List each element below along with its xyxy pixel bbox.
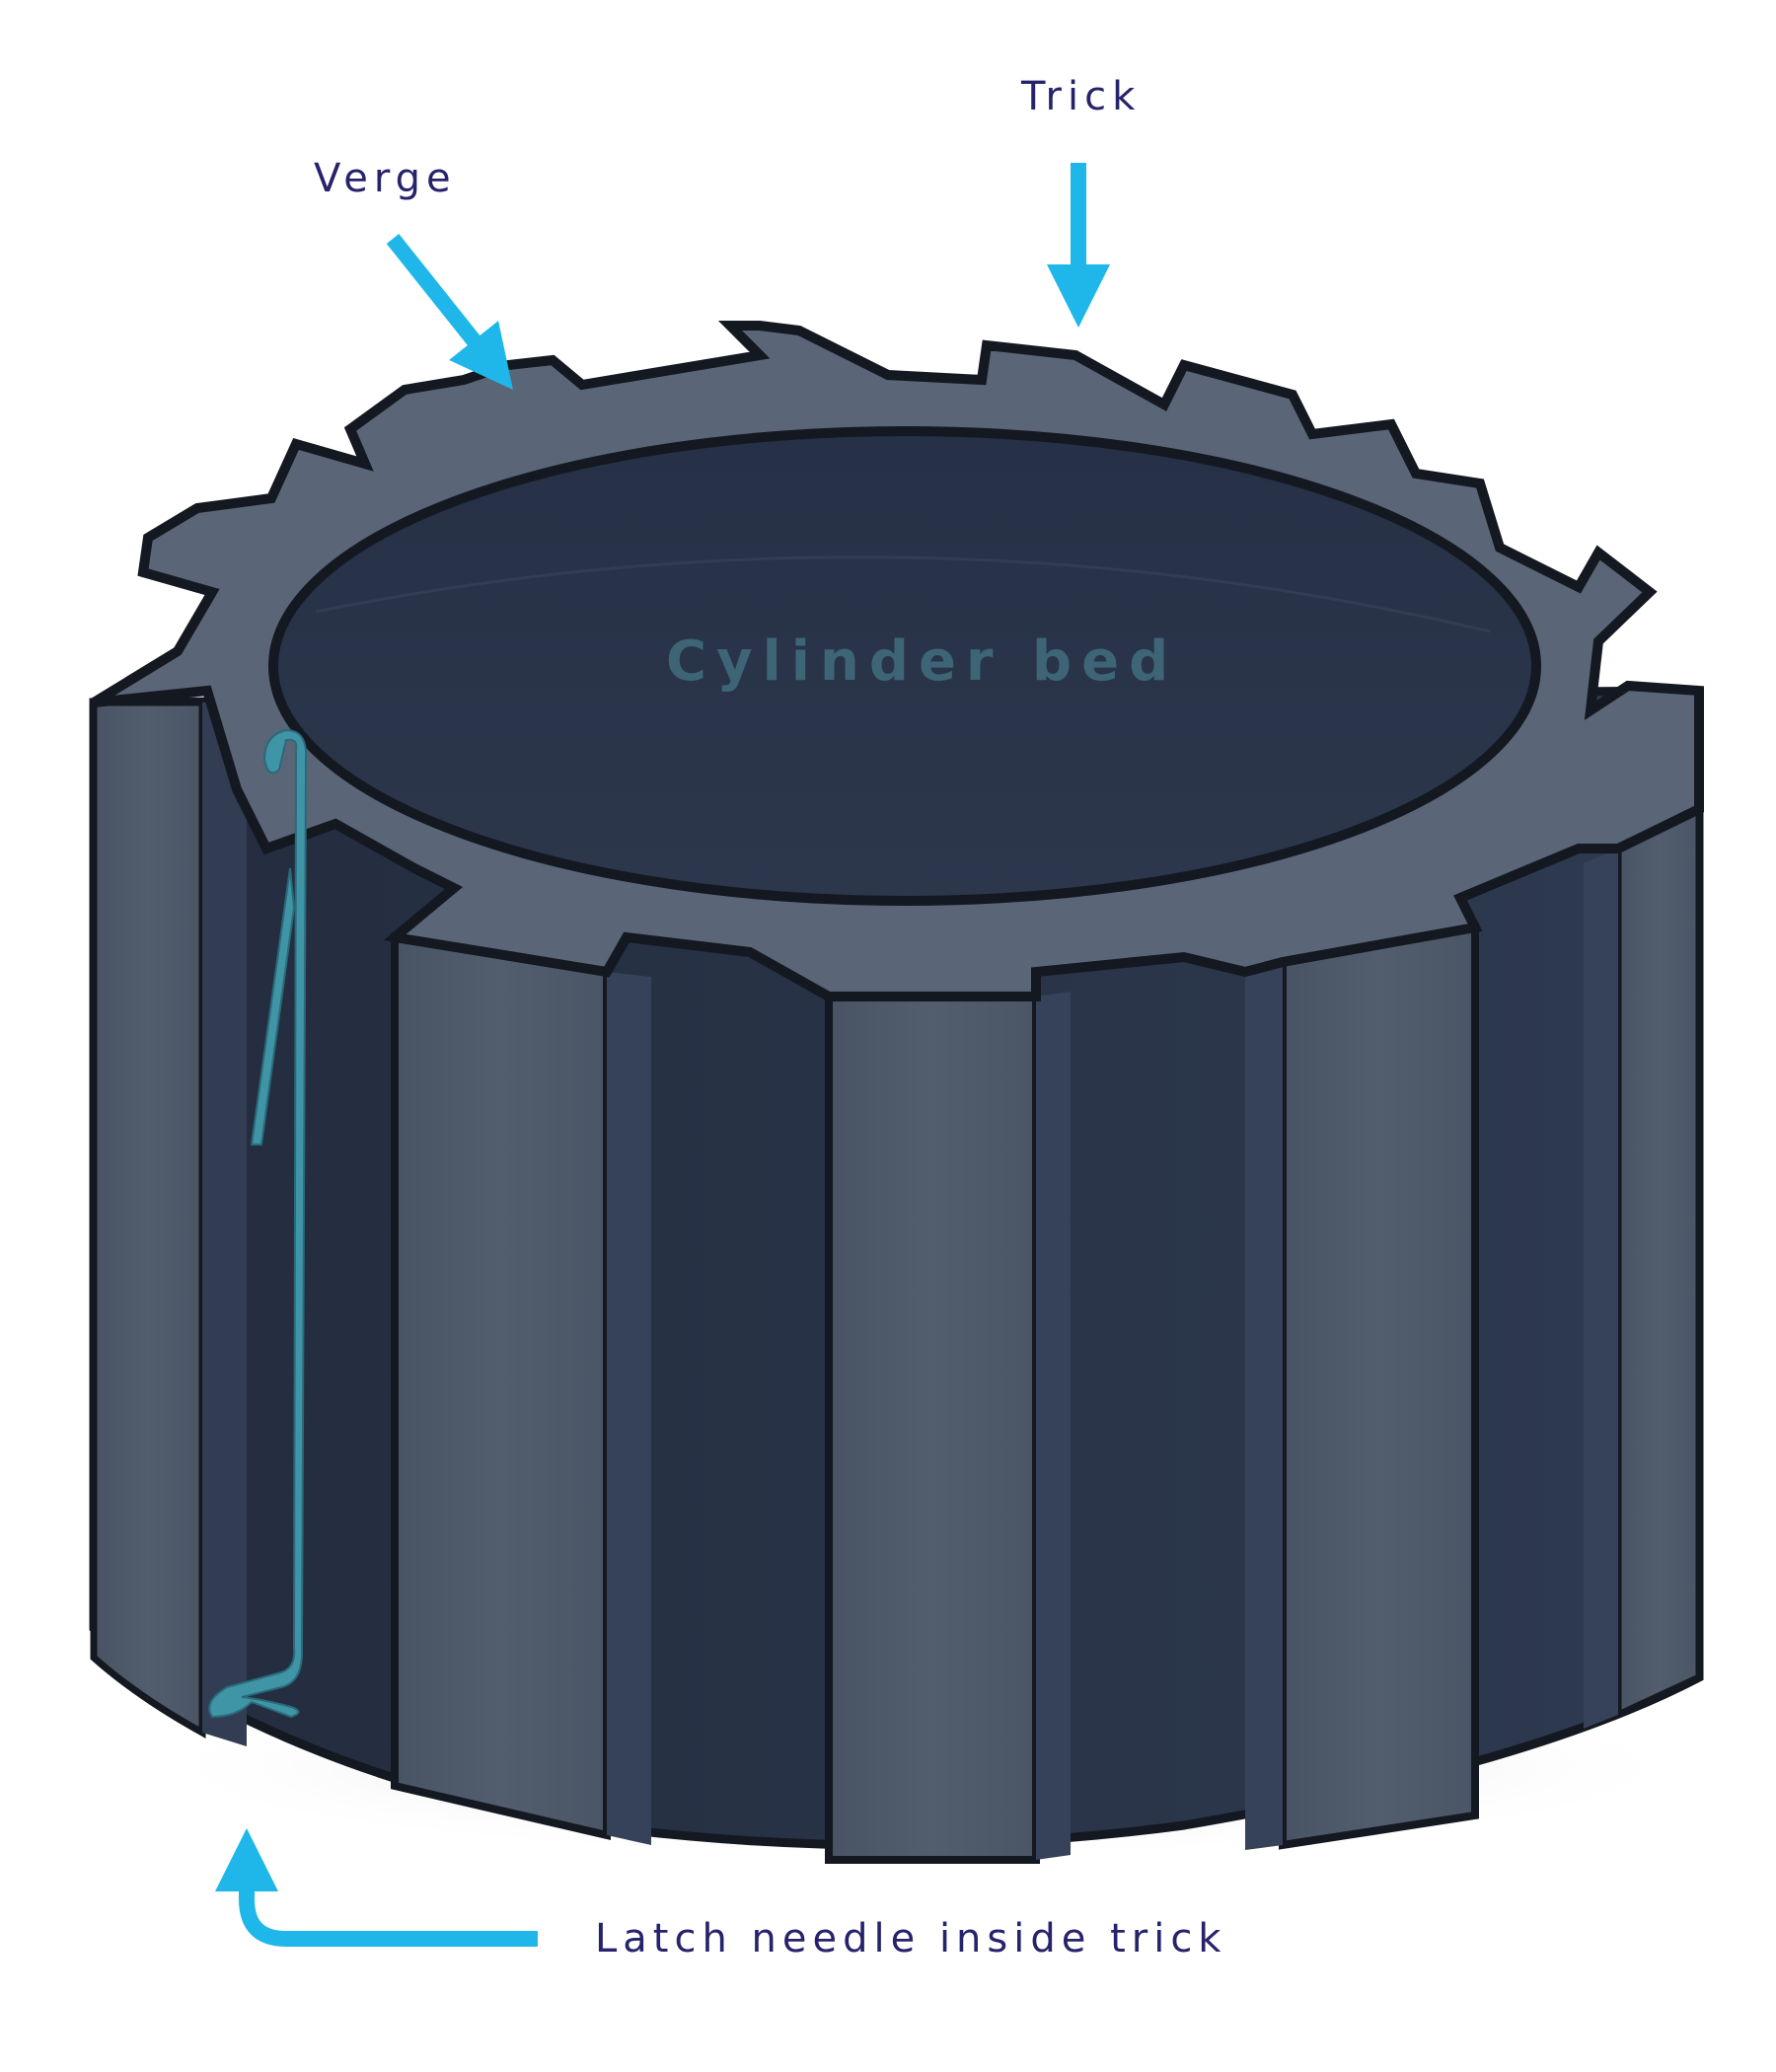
groove-wall: [202, 696, 247, 1746]
groove-wall: [607, 972, 651, 1845]
rib: [391, 932, 611, 1841]
verge-arrow: [386, 234, 513, 391]
rib: [90, 699, 206, 1739]
trick-label: Trick: [1021, 74, 1142, 119]
latch-needle-label: Latch needle inside trick: [595, 1916, 1227, 1961]
latch-needle: [208, 728, 308, 1719]
groove-wall: [1584, 849, 1618, 1729]
rib: [825, 993, 1040, 1864]
latch-needle-arrow: [215, 1828, 538, 1947]
groove-wall: [1245, 962, 1283, 1850]
groove-wall: [1036, 992, 1071, 1860]
verge-label: Verge: [314, 156, 457, 201]
cylinder-bed-ellipse: [268, 426, 1541, 906]
rib: [1279, 923, 1479, 1850]
cylinder-bed-label: Cylinder bed: [666, 629, 1179, 694]
rib: [1614, 803, 1703, 1721]
bed-highlight: [315, 555, 1491, 633]
